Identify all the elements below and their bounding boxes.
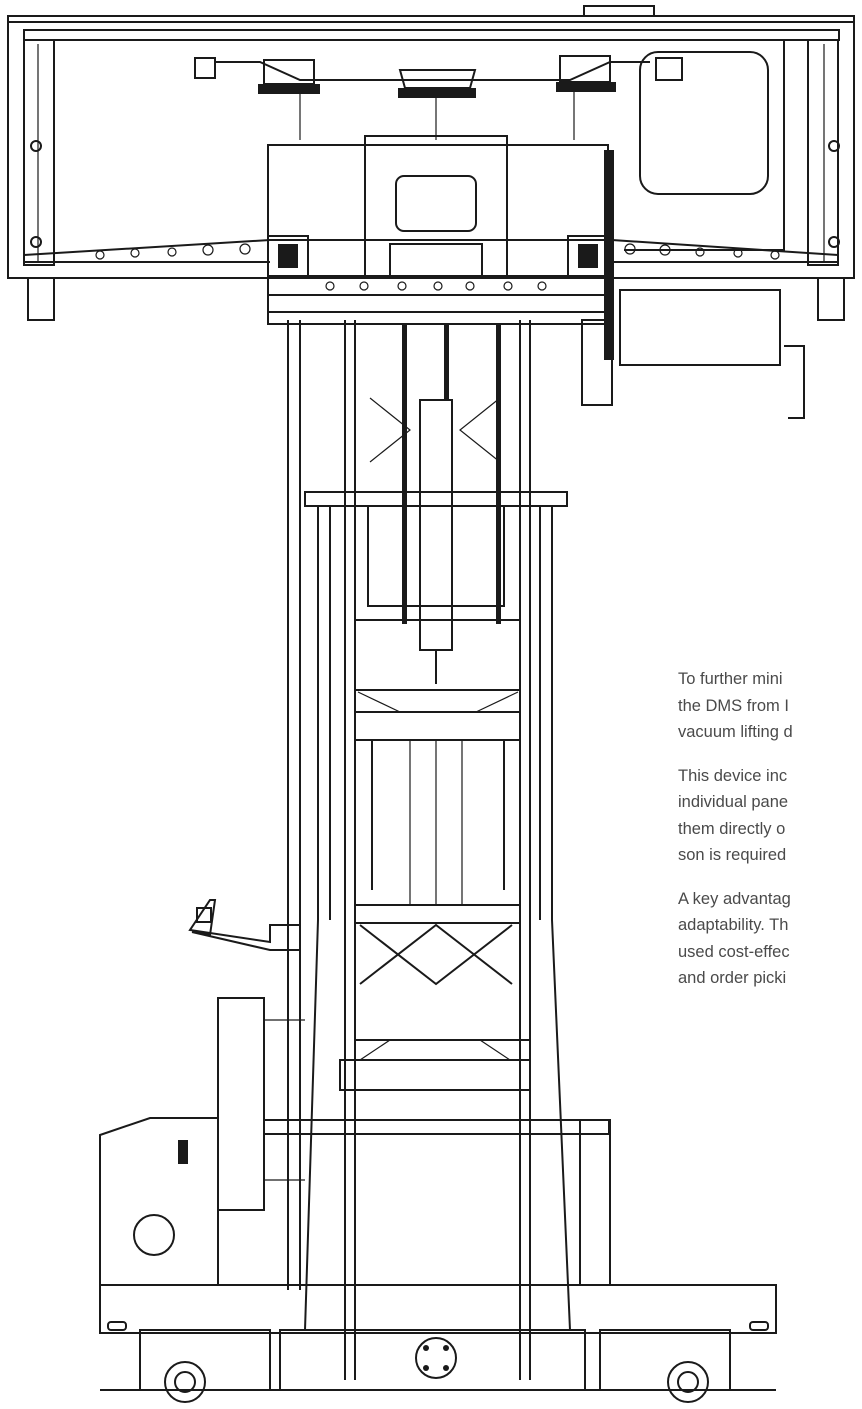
overhead-frame: [7, 5, 855, 321]
paragraph-3-line-3: used cost-effec: [678, 942, 790, 961]
paragraph-2-line-2: individual pane: [678, 793, 789, 811]
paragraph-1-line-1: To further mini: [678, 670, 783, 688]
paragraph-2-line-4: son is required: [678, 846, 787, 864]
wheels: [107, 1321, 769, 1403]
paragraph-1: To further mini the DMS from I vacuum li…: [678, 666, 862, 746]
control-cabinet: [581, 39, 805, 419]
paragraph-3-line-1: A key advantag: [678, 889, 791, 908]
paragraph-3-line-4: and order picki: [678, 969, 787, 987]
paragraph-2-line-3: them directly o: [678, 819, 786, 838]
description-text: To further mini the DMS from I vacuum li…: [678, 666, 862, 1009]
chassis: [99, 899, 777, 1391]
paragraph-1-line-3: vacuum lifting d: [678, 723, 793, 741]
vacuum-suction-cups: [194, 55, 683, 98]
paragraph-3: A key advantag adaptability. Th used cos…: [678, 886, 862, 992]
carriage-head: [267, 135, 609, 325]
paragraph-3-line-2: adaptability. Th: [678, 916, 789, 934]
paragraph-2-line-1: This device inc: [678, 766, 788, 785]
mast: [287, 320, 568, 1380]
paragraph-2: This device inc individual pane them dir…: [678, 763, 862, 869]
paragraph-1-line-2: the DMS from I: [678, 696, 789, 715]
